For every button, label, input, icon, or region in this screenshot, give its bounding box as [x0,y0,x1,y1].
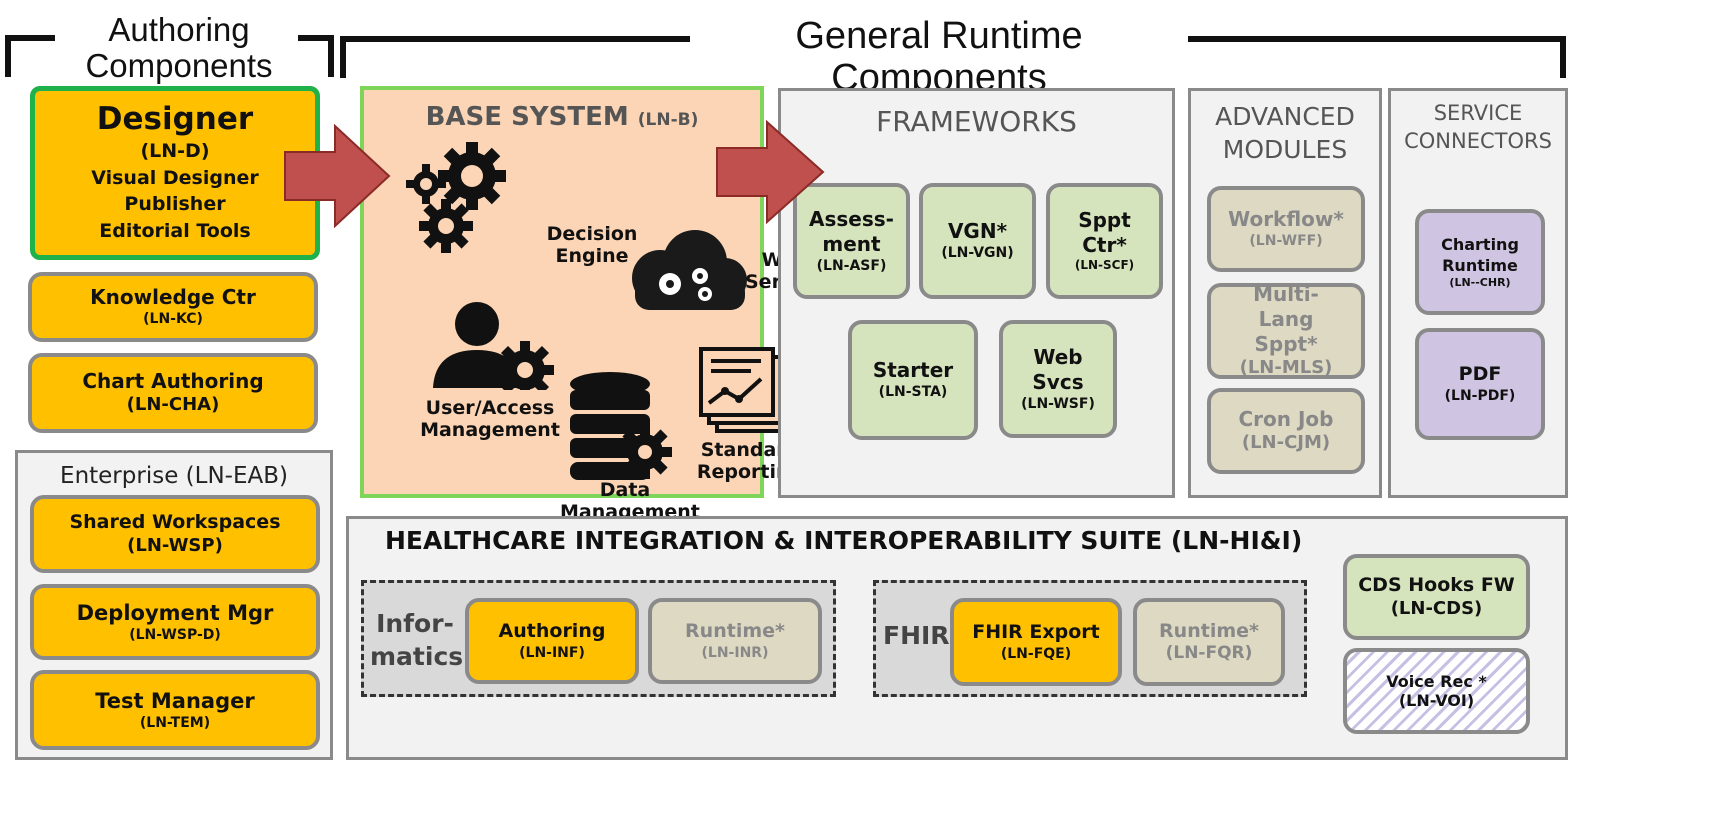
box-label: PDF [1458,363,1502,386]
base-system-title: BASE SYSTEM (LN-B) [364,102,760,132]
box-label: CDS Hooks FW [1358,573,1515,596]
box-code: (LN-ASF) [816,257,887,274]
fhir-runtime-box[interactable]: Runtime* (LN-FQR) [1133,598,1285,686]
standard-reporting-label: Standard Reporting [696,439,804,483]
box-code: (LN-STA) [878,384,948,401]
decision-engine-label: Decision Engine [546,223,638,267]
advanced-modules-title: ADVANCED MODULES [1215,102,1355,164]
user-access-management-label: User/Access Management [420,397,560,441]
shared-workspaces-box[interactable]: Shared Workspaces (LN-WSP) [30,495,320,573]
box-label: Starter [872,358,954,383]
gears-icon [406,142,506,253]
vgn-box[interactable]: VGN* (LN-VGN) [919,183,1036,299]
user-gear-icon [433,302,554,390]
box-code: (LN-INR) [701,644,769,661]
designer-code: (LN-D) [140,140,210,163]
cron-job-box[interactable]: Cron Job (LN-CJM) [1207,388,1365,474]
box-label: Authoring [498,620,606,643]
box-label: Cron Job [1238,407,1334,432]
box-code: (LN-KC) [143,311,203,328]
box-code: (LN-WSF) [1021,395,1095,412]
box-code: (LN-CJM) [1241,432,1331,454]
box-code: (LN-MLS) [1239,357,1333,379]
box-label: Charting Runtime [1441,234,1519,275]
box-code: (LN-VGN) [941,245,1014,262]
cds-hooks-box[interactable]: CDS Hooks FW (LN-CDS) [1343,554,1530,640]
box-label: Multi-Lang Sppt* [1253,282,1319,357]
box-code: (LN--CHR) [1449,276,1511,290]
arrow-right-icon [716,120,825,224]
sppt-ctr-box[interactable]: Sppt Ctr* (LN-SCF) [1046,183,1163,299]
box-code: (LN-WSP) [127,534,223,556]
test-manager-box[interactable]: Test Manager (LN-TEM) [30,670,320,750]
box-label: Web Svcs [1032,344,1084,394]
box-code: (LN-FQR) [1165,643,1253,664]
box-label: Deployment Mgr [76,600,274,625]
designer-line: Publisher [124,193,226,216]
runtime-bracket-left [340,36,690,42]
box-label: Workflow* [1228,207,1344,232]
arrow-right-icon [284,124,391,228]
workflow-box[interactable]: Workflow* (LN-WFF) [1207,186,1365,272]
box-label: Voice Rec * [1386,672,1487,691]
box-code: (LN-CDS) [1390,597,1483,619]
database-gear-icon [570,372,672,480]
box-label: Shared Workspaces [69,510,281,533]
fhir-export-box[interactable]: FHIR Export (LN-FQE) [950,598,1122,686]
box-code: (LN-WSP-D) [129,627,221,644]
box-code: (LN-FQE) [1000,645,1072,662]
authoring-bracket-left-leg [5,35,11,77]
chart-authoring-box[interactable]: Chart Authoring (LN-CHA) [28,353,318,433]
charting-runtime-box[interactable]: Charting Runtime (LN--CHR) [1415,209,1545,315]
deployment-mgr-box[interactable]: Deployment Mgr (LN-WSP-D) [30,584,320,660]
web-svcs-box[interactable]: Web Svcs (LN-WSF) [999,320,1117,438]
authoring-bracket-right [298,35,334,41]
runtime-bracket-right-leg [1560,36,1566,78]
informatics-label: Infor-matics [370,609,464,671]
fhir-label: FHIR [883,621,950,650]
box-label: Chart Authoring [82,369,264,394]
informatics-runtime-box[interactable]: Runtime* (LN-INR) [648,598,822,684]
box-label: VGN* [947,219,1008,244]
multi-lang-box[interactable]: Multi-Lang Sppt* (LN-MLS) [1207,282,1365,379]
designer-line: Visual Designer [91,166,259,189]
box-code: (LN-PDF) [1444,387,1516,404]
knowledge-ctr-box[interactable]: Knowledge Ctr (LN-KC) [28,272,318,342]
runtime-bracket-right [1188,36,1566,42]
box-label: Test Manager [95,688,255,713]
box-code: (LN-TEM) [139,715,211,732]
box-code: (LN-INF) [519,644,585,661]
designer-line: Editorial Tools [99,219,251,242]
runtime-bracket-left-leg [340,36,346,78]
authoring-header: Authoring Components [85,11,273,85]
base-system-code: (LN-B) [637,110,699,130]
frameworks-title: FRAMEWORKS [876,105,1077,138]
box-code: (LN-SCF) [1074,258,1135,273]
box-code: (LN-WFF) [1249,233,1323,250]
informatics-authoring-box[interactable]: Authoring (LN-INF) [465,598,639,684]
report-chart-icon [699,347,791,433]
enterprise-title: Enterprise (LN-EAB) [60,463,288,489]
base-system-title-text: BASE SYSTEM [425,102,629,132]
box-label: Runtime* [1159,619,1259,642]
box-label: Knowledge Ctr [90,285,256,310]
pdf-box[interactable]: PDF (LN-PDF) [1415,328,1545,440]
cloud-gears-icon [632,230,747,310]
authoring-bracket-right-leg [328,35,334,77]
box-label: Runtime* [685,620,785,643]
designer-box[interactable]: Designer (LN-D) Visual Designer Publishe… [30,86,320,260]
box-label: FHIR Export [972,621,1100,644]
voice-rec-box[interactable]: Voice Rec * (LN-VOI) [1343,648,1530,734]
box-label: Sppt Ctr* [1078,208,1131,258]
designer-title: Designer [96,101,254,137]
box-code: (LN-CHA) [126,394,220,416]
starter-box[interactable]: Starter (LN-STA) [848,320,978,440]
hii-suite-title: HEALTHCARE INTEGRATION & INTEROPERABILIT… [385,526,1303,555]
service-connectors-title: SERVICE CONNECTORS [1404,101,1552,154]
box-code: (LN-VOI) [1398,691,1475,710]
authoring-bracket-left [5,35,55,41]
box-label: Assess-ment [809,206,894,256]
assessment-box[interactable]: Assess-ment (LN-ASF) [793,183,910,299]
